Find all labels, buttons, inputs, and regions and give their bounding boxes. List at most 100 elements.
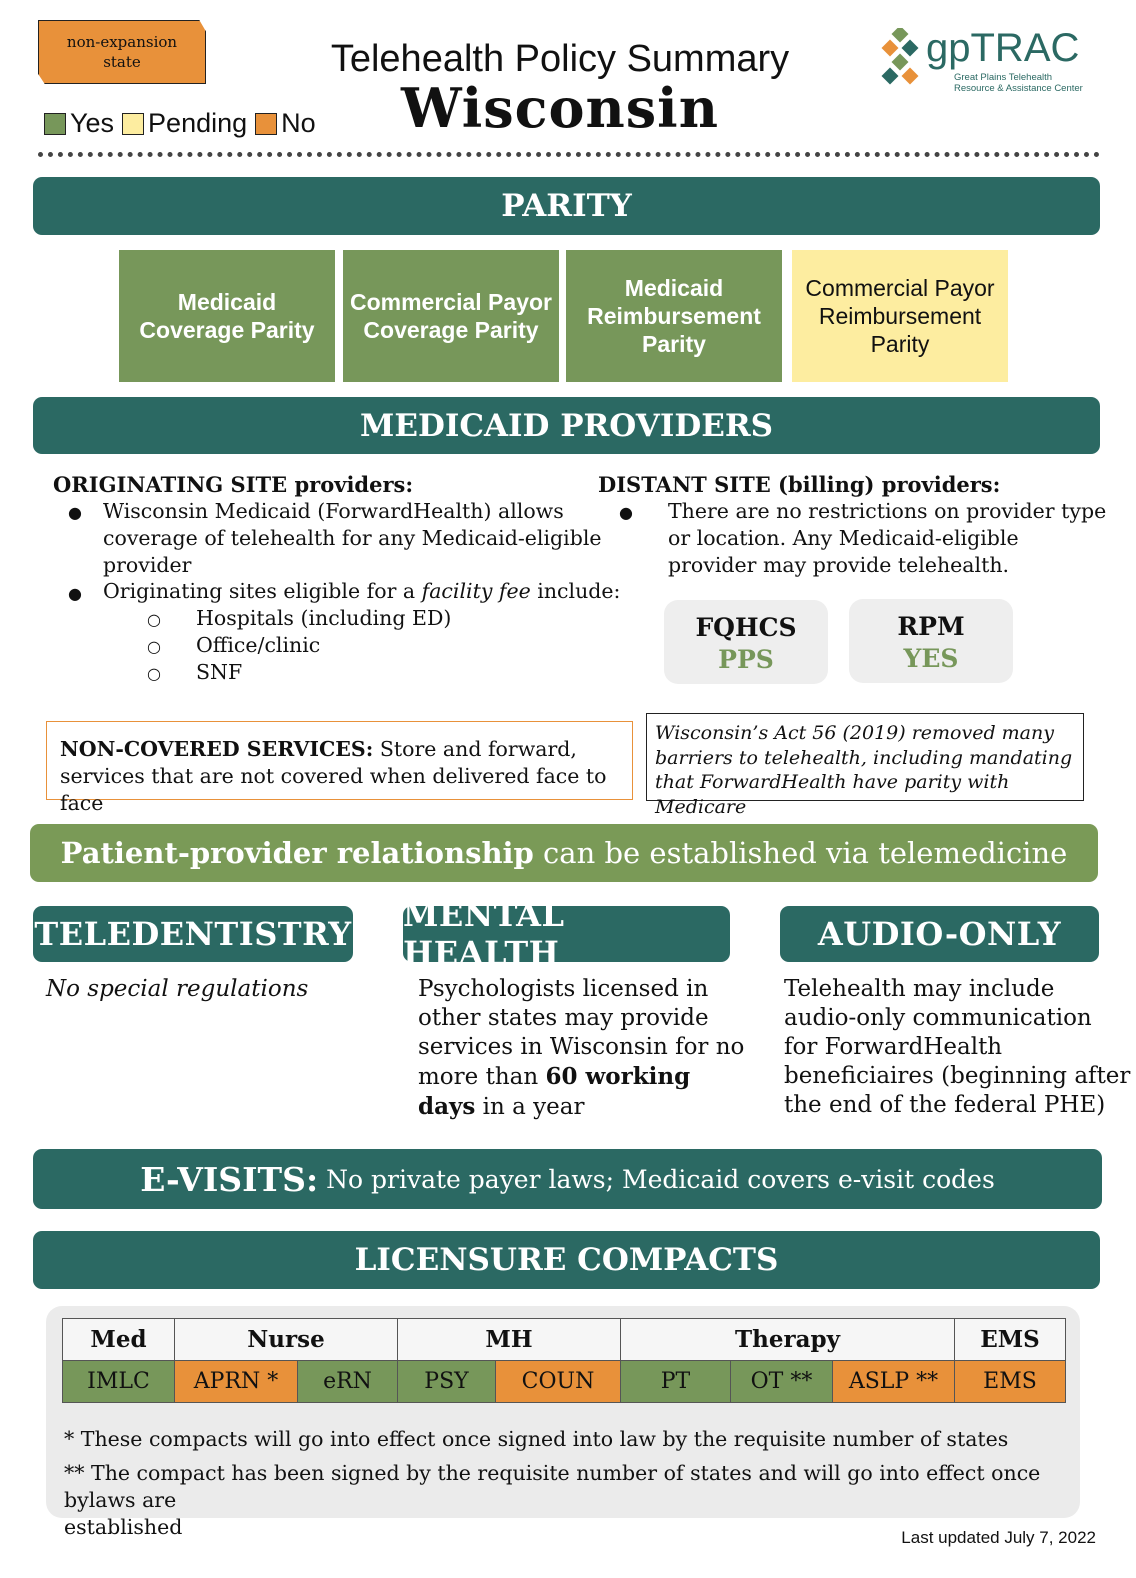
text-line: Psychologists licensed in [418, 976, 709, 1002]
dotted-divider [38, 152, 1100, 157]
act56-note: Wisconsin’s Act 56 (2019) removed many b… [646, 713, 1084, 818]
bullet-icon: ● [619, 503, 633, 522]
text-line: Telehealth may include [784, 976, 1055, 1002]
relationship-bold: Patient-provider relationship [60, 836, 534, 870]
text-fragment: in a year [475, 1094, 585, 1120]
fqhc-value: PPS [718, 645, 774, 674]
bold-fragment: 60 working [545, 1063, 691, 1090]
teledentistry-text: No special regulations [46, 976, 309, 1002]
logo-subtitle-line: Great Plains Telehealth [954, 72, 1053, 83]
text-line: There are no restrictions on provider ty… [668, 499, 1107, 523]
text-fragment: Store and forward, [373, 737, 577, 761]
footnote-2: ** The compact has been signed by the re… [64, 1460, 1064, 1541]
medicaid-providers-heading: MEDICAID PROVIDERS [33, 397, 1100, 454]
compact-coun: COUN [495, 1360, 621, 1403]
circle-bullet-icon: ○ [147, 637, 161, 656]
compact-ems: EMS [954, 1360, 1066, 1403]
text-line: audio-only communication [784, 1005, 1092, 1031]
circle-bullet-icon: ○ [147, 664, 161, 683]
text-fragment: Originating sites eligible for a [103, 579, 422, 603]
parity-medicaid-coverage: Medicaid Coverage Parity [119, 250, 335, 382]
relationship-rest: can be established via telemedicine [533, 836, 1068, 870]
distant-site-heading: DISTANT SITE (billing) providers: [598, 472, 1001, 497]
originating-bullet-2: Originating sites eligible for a facilit… [103, 578, 620, 605]
logo-subtitle: Great Plains Telehealth Resource & Assis… [954, 72, 1083, 94]
group-med: Med [62, 1318, 175, 1361]
compact-aprn: APRN * [174, 1360, 298, 1403]
text-line: Wisconsin’s Act 56 (2019) removed many [655, 722, 1054, 744]
text-line: or location. Any Medicaid-eligible [668, 526, 1019, 550]
legend-item-no: No [255, 108, 316, 139]
site-item: Hospitals (including ED) [196, 606, 452, 630]
legend-label: Yes [70, 108, 115, 138]
text-line: for ForwardHealth [784, 1034, 1003, 1060]
evisits-text: No private payer laws; Medicaid covers e… [326, 1164, 995, 1194]
text-line: beneficiaires (beginning after [784, 1063, 1131, 1089]
audio-only-heading: AUDIO-ONLY [780, 906, 1099, 962]
fqhc-card: FQHCS PPS [664, 600, 828, 684]
text-line: ** The compact has been signed by the re… [64, 1461, 1041, 1512]
non-covered-services-box: NON-COVERED SERVICES: Store and forward,… [46, 721, 633, 815]
text-line: the end of the federal PHE) [784, 1092, 1106, 1118]
page-title: Telehealth Policy Summary [330, 38, 790, 80]
group-therapy: Therapy [620, 1318, 955, 1361]
parity-commercial-reimbursement: Commercial Payor Reimbursement Parity [792, 250, 1008, 382]
status-badge: non-expansion state [38, 20, 206, 84]
licensure-heading: LICENSURE COMPACTS [33, 1231, 1100, 1289]
legend-label: No [281, 108, 316, 138]
text-line: provider may provide telehealth. [668, 553, 1010, 577]
site-item: Office/clinic [196, 633, 321, 657]
group-mh: MH [397, 1318, 621, 1361]
parity-heading: PARITY [33, 177, 1100, 235]
text-line: Wisconsin Medicaid (ForwardHealth) allow… [103, 499, 564, 523]
distant-bullet-1: There are no restrictions on provider ty… [668, 498, 1106, 579]
logo-subtitle-line: Resource & Assistance Center [954, 83, 1083, 94]
logo-mark-icon [881, 28, 919, 85]
last-updated: Last updated July 7, 2022 [901, 1528, 1096, 1547]
group-ems: EMS [954, 1318, 1066, 1361]
compact-ern: eRN [297, 1360, 398, 1403]
rpm-card: RPM YES [849, 599, 1013, 683]
state-title: Wisconsin [401, 76, 719, 140]
legend-label: Pending [148, 108, 248, 138]
logo-name: gpTRAC [926, 26, 1080, 70]
text-line: other states may provide [418, 1005, 709, 1031]
compact-psy: PSY [397, 1360, 496, 1403]
evisits-label: E-VISITS: [140, 1159, 319, 1199]
text-line: services that are not covered when deliv… [60, 764, 607, 815]
compact-pt: PT [620, 1360, 731, 1403]
group-nurse: Nurse [174, 1318, 398, 1361]
text-line: that ForwardHealth have parity with Medi… [655, 771, 1010, 818]
text-line: provider [103, 553, 192, 577]
bullet-icon: ● [68, 503, 82, 522]
legend-swatch-no [255, 112, 278, 135]
gptrac-logo: gpTRAC Great Plains Telehealth Resource … [880, 22, 1110, 98]
audio-only-text: Telehealth may include audio-only commun… [784, 975, 1130, 1120]
bold-fragment: days [418, 1093, 476, 1120]
patient-provider-relationship-banner: Patient-provider relationship can be est… [30, 824, 1098, 882]
licensure-table: Med Nurse MH Therapy EMS IMLC APRN * eRN… [62, 1318, 1066, 1403]
legend-swatch-yes [44, 112, 66, 135]
footnote-1: * These compacts will go into effect onc… [64, 1427, 1009, 1451]
site-item: SNF [196, 660, 243, 684]
table-header-row: Med Nurse MH Therapy EMS [62, 1318, 1066, 1361]
evisits-banner: E-VISITS: No private payer laws; Medicai… [33, 1149, 1102, 1209]
compact-imlc: IMLC [62, 1360, 175, 1403]
non-covered-label: NON-COVERED SERVICES: [60, 737, 374, 761]
rpm-label: RPM [897, 612, 965, 641]
text-fragment: more than [418, 1064, 546, 1090]
teledentistry-heading: TELEDENTISTRY [33, 906, 353, 962]
text-line: barriers to telehealth, including mandat… [655, 746, 1073, 769]
compact-aslp: ASLP ** [832, 1360, 955, 1403]
originating-bullet-1: Wisconsin Medicaid (ForwardHealth) allow… [103, 498, 602, 579]
legend-swatch-pending [122, 112, 145, 135]
text-fragment: include: [530, 579, 621, 603]
rpm-value: YES [903, 644, 959, 673]
legend-item-yes: Yes [44, 108, 114, 139]
legend: Yes Pending No [44, 108, 324, 139]
status-badge-line: non-expansion [66, 33, 178, 51]
bullet-icon: ● [68, 584, 82, 603]
text-line: services in Wisconsin for no [418, 1034, 745, 1060]
text-line: coverage of telehealth for any Medicaid-… [103, 526, 602, 550]
legend-item-pending: Pending [122, 108, 247, 139]
